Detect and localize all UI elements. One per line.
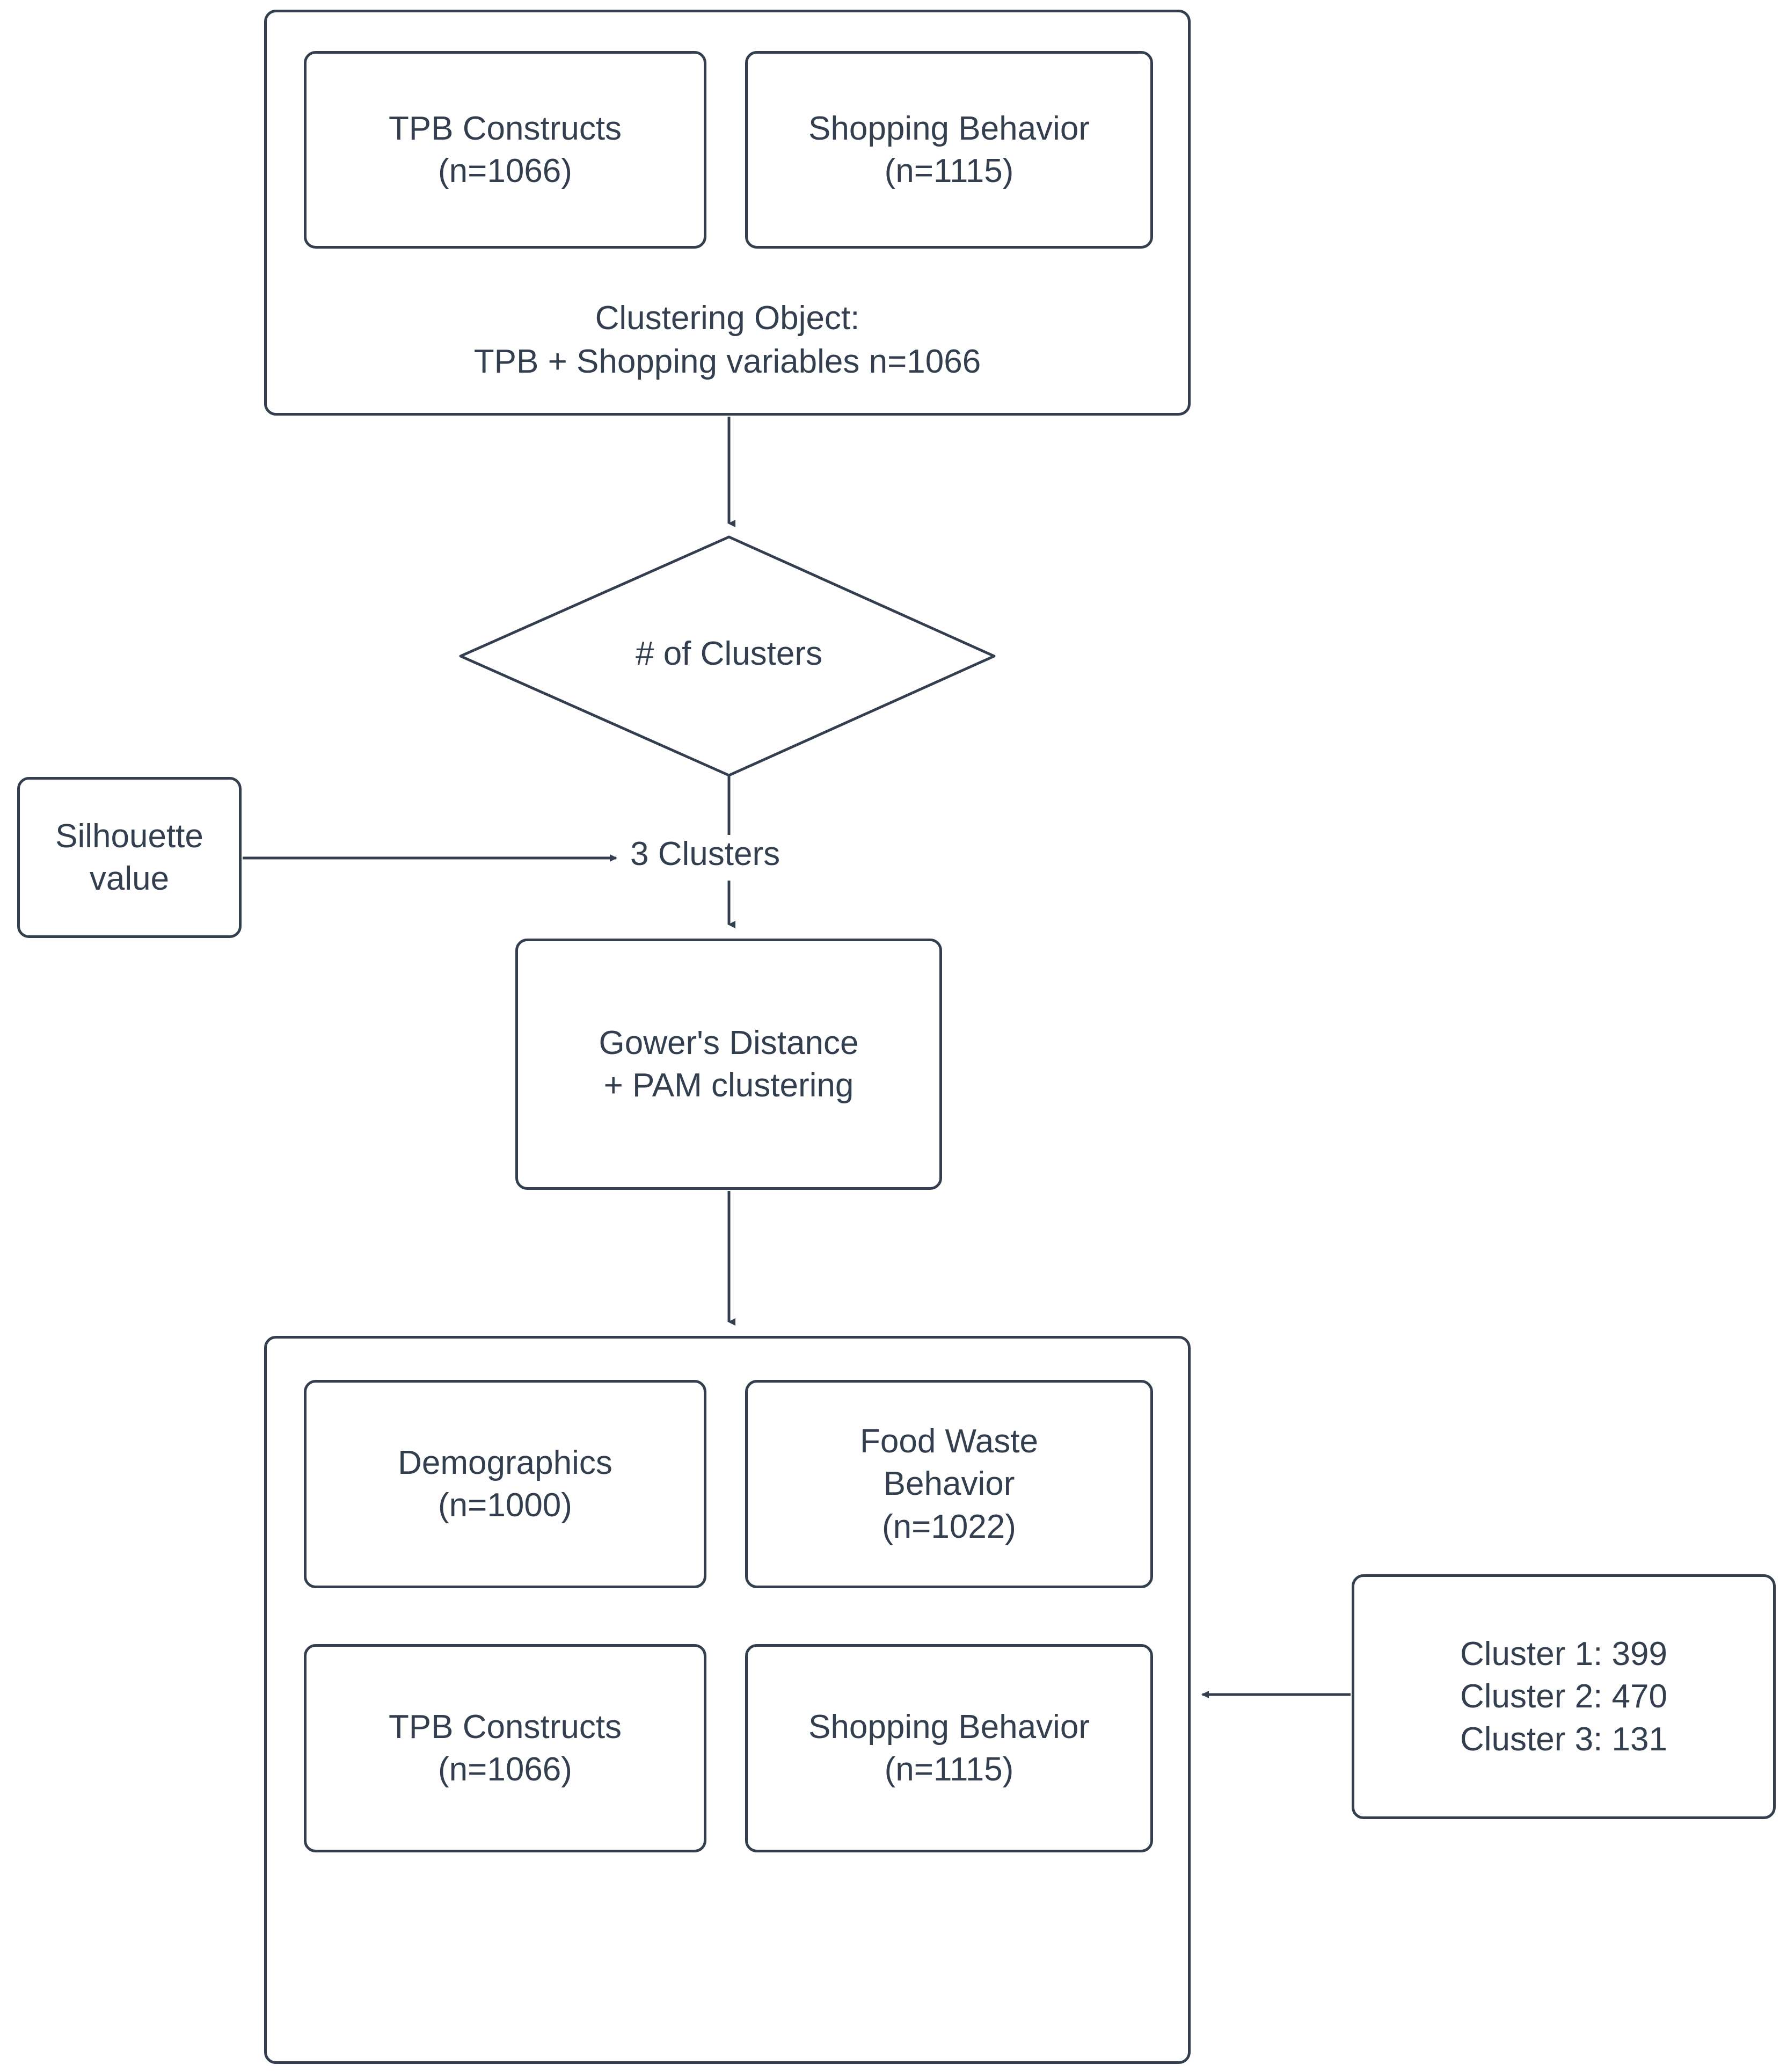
cluster-size-line-3: Cluster 3: 131 — [1460, 1720, 1667, 1758]
node-food-waste-behavior-label: Food Waste Behavior (n=1022) — [860, 1422, 1038, 1545]
node-tpb-constructs-output-label: TPB Constructs (n=1066) — [388, 1708, 622, 1788]
decision-diamond-label: # of Clusters — [635, 635, 823, 672]
node-cluster-sizes[interactable]: Cluster 1: 399 Cluster 2: 470 Cluster 3:… — [1352, 1574, 1776, 1819]
node-silhouette-value[interactable]: Silhouette value — [17, 777, 242, 938]
node-shopping-behavior-output-label: Shopping Behavior (n=1115) — [808, 1708, 1090, 1788]
node-demographics-label: Demographics (n=1000) — [398, 1444, 612, 1524]
node-gowers-distance-pam[interactable]: Gower's Distance + PAM clustering — [515, 939, 942, 1190]
node-shopping-behavior-output[interactable]: Shopping Behavior (n=1115) — [745, 1644, 1153, 1852]
node-food-waste-behavior[interactable]: Food Waste Behavior (n=1022) — [745, 1380, 1153, 1588]
node-shopping-behavior-input[interactable]: Shopping Behavior (n=1115) — [745, 51, 1153, 249]
node-silhouette-value-label: Silhouette value — [55, 817, 203, 897]
clustering-object-caption: Clustering Object: TPB + Shopping variab… — [473, 300, 981, 380]
edge-label-three-clusters: 3 Clusters — [627, 835, 784, 873]
node-demographics[interactable]: Demographics (n=1000) — [304, 1380, 706, 1588]
node-shopping-behavior-input-label: Shopping Behavior (n=1115) — [808, 110, 1090, 190]
node-gowers-distance-pam-label: Gower's Distance + PAM clustering — [599, 1024, 859, 1104]
node-tpb-constructs-input-label: TPB Constructs (n=1066) — [388, 110, 622, 190]
node-tpb-constructs-output[interactable]: TPB Constructs (n=1066) — [304, 1644, 706, 1852]
cluster-size-line-1: Cluster 1: 399 — [1460, 1635, 1667, 1673]
cluster-size-line-2: Cluster 2: 470 — [1460, 1678, 1667, 1715]
node-tpb-constructs-input[interactable]: TPB Constructs (n=1066) — [304, 51, 706, 249]
